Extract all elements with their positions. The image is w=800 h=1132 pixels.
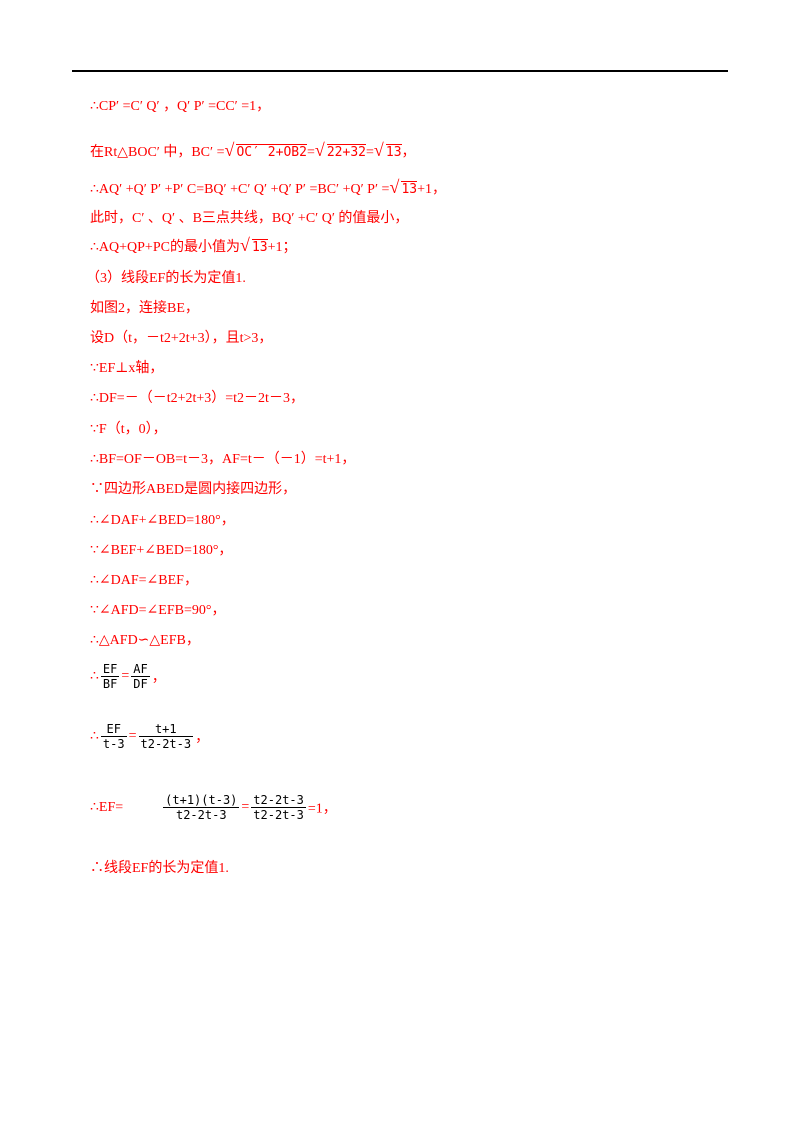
frac-t1-quad-num: t+1 [138, 722, 194, 737]
comma-2: ， [151, 670, 166, 686]
frac-product-num: (t+1)(t-3) [163, 793, 240, 808]
equals-one: =1， [307, 801, 337, 817]
line-connect-be: 如图2，连接BE， [90, 301, 199, 316]
bc-prefix: 在Rt△BOC′ 中，BC′ = [90, 145, 225, 160]
line-angle-4: ∵∠AFD=∠EFB=90°， [90, 603, 226, 618]
equals-5: = [241, 799, 250, 815]
aq-sum-text: ∴AQ′ +Q′ P′ +P′ C=BQ′ +C′ Q′ +Q′ P′ =BC′… [90, 182, 390, 197]
frac-ef-bf-num: EF [100, 662, 120, 677]
line-collinear: 此时，C′ 、Q′ 、B三点共线，BQ′ +C′ Q′ 的值最小， [90, 211, 409, 226]
line-bc-length: 在Rt△BOC′ 中，BC′ =OC′ 2+OB2=22+32=13， [90, 141, 416, 162]
frac-quad-quad-num: t2-2t-3 [251, 793, 306, 808]
line-min-value: ∴AQ+QP+PC的最小值为 13+1； [90, 236, 297, 257]
frac-ef-t3-den: t-3 [102, 737, 125, 751]
sqrt-13-a: 13 [374, 141, 402, 162]
line-part3: （3）线段EF的长为定值1. [86, 271, 246, 286]
sqrt-13-c: 13 [240, 236, 268, 257]
sqrt-13-b: 13 [389, 178, 418, 199]
sqrt-2-3-radicand: 22+32 [326, 144, 366, 160]
min-value-text: ∴AQ+QP+PC的最小值为 [90, 240, 240, 255]
frac-ef-t3-num: EF [100, 722, 127, 737]
equals-2: = [365, 145, 374, 160]
frac-quad-quad-den: t2-2t-3 [253, 808, 304, 822]
line-similar: ∴△AFD∽△EFB， [90, 633, 200, 648]
sqrt-2-3: 22+32 [315, 141, 366, 162]
ef-equals: ∴EF= [90, 800, 124, 815]
sqrt-oc-ob-radicand: OC′ 2+OB2 [236, 144, 307, 160]
frac-product: (t+1)(t-3)t2-2t-3 [163, 793, 240, 822]
line-cyclic: ∵四边形ABED是圆内接四边形， [90, 482, 297, 497]
equals-3: = [121, 668, 130, 684]
frac-t1-quad-den: t2-2t-3 [140, 737, 192, 751]
line-cp-equals: ∴CP′ =C′ Q′ ，Q′ P′ =CC′ =1， [90, 99, 271, 114]
therefore-2: ∴ [90, 729, 99, 744]
line-bf-af: ∴BF=OF－OB=t－3，AF=t－（－1）=t+1， [90, 452, 356, 467]
sqrt-13-c-radicand: 13 [251, 239, 268, 255]
line-ef-perp: ∵EF⊥x轴， [90, 361, 164, 376]
line-angle-3: ∴∠DAF=∠BEF， [90, 573, 198, 588]
line-f-coord: ∵F（t，0）， [90, 422, 167, 437]
line-angle-1: ∴∠DAF+∠BED=180°， [90, 513, 235, 528]
frac-af-df-den: DF [133, 677, 148, 691]
sqrt-13-a-radicand: 13 [385, 144, 402, 160]
comma-1: ， [401, 145, 416, 160]
equals-1: = [306, 145, 315, 160]
line-df: ∴DF=－（－t2+2t+3）=t2－2t－3， [90, 391, 304, 406]
line-aq-sum: ∴AQ′ +Q′ P′ +P′ C=BQ′ +C′ Q′ +Q′ P′ =BC′… [90, 178, 446, 199]
plus-one-1: +1， [417, 182, 446, 197]
header-rule [72, 70, 728, 72]
comma-3: ， [195, 730, 210, 746]
line-conclusion: ∴线段EF的长为定值1. [90, 861, 229, 876]
line-set-d: 设D（t，－t2+2t+3），且t>3， [90, 331, 273, 346]
sqrt-oc-ob: OC′ 2+OB2 [224, 141, 307, 162]
line-angle-2: ∵∠BEF+∠BED=180°， [90, 543, 233, 558]
equals-4: = [128, 728, 137, 744]
therefore-1: ∴ [90, 669, 99, 684]
plus-one-2: +1； [267, 240, 297, 255]
sqrt-13-b-radicand: 13 [401, 181, 418, 197]
frac-ef-bf-den: BF [102, 677, 118, 691]
frac-product-den: t2-2t-3 [175, 808, 227, 822]
frac-af-df-num: AF [131, 662, 150, 677]
